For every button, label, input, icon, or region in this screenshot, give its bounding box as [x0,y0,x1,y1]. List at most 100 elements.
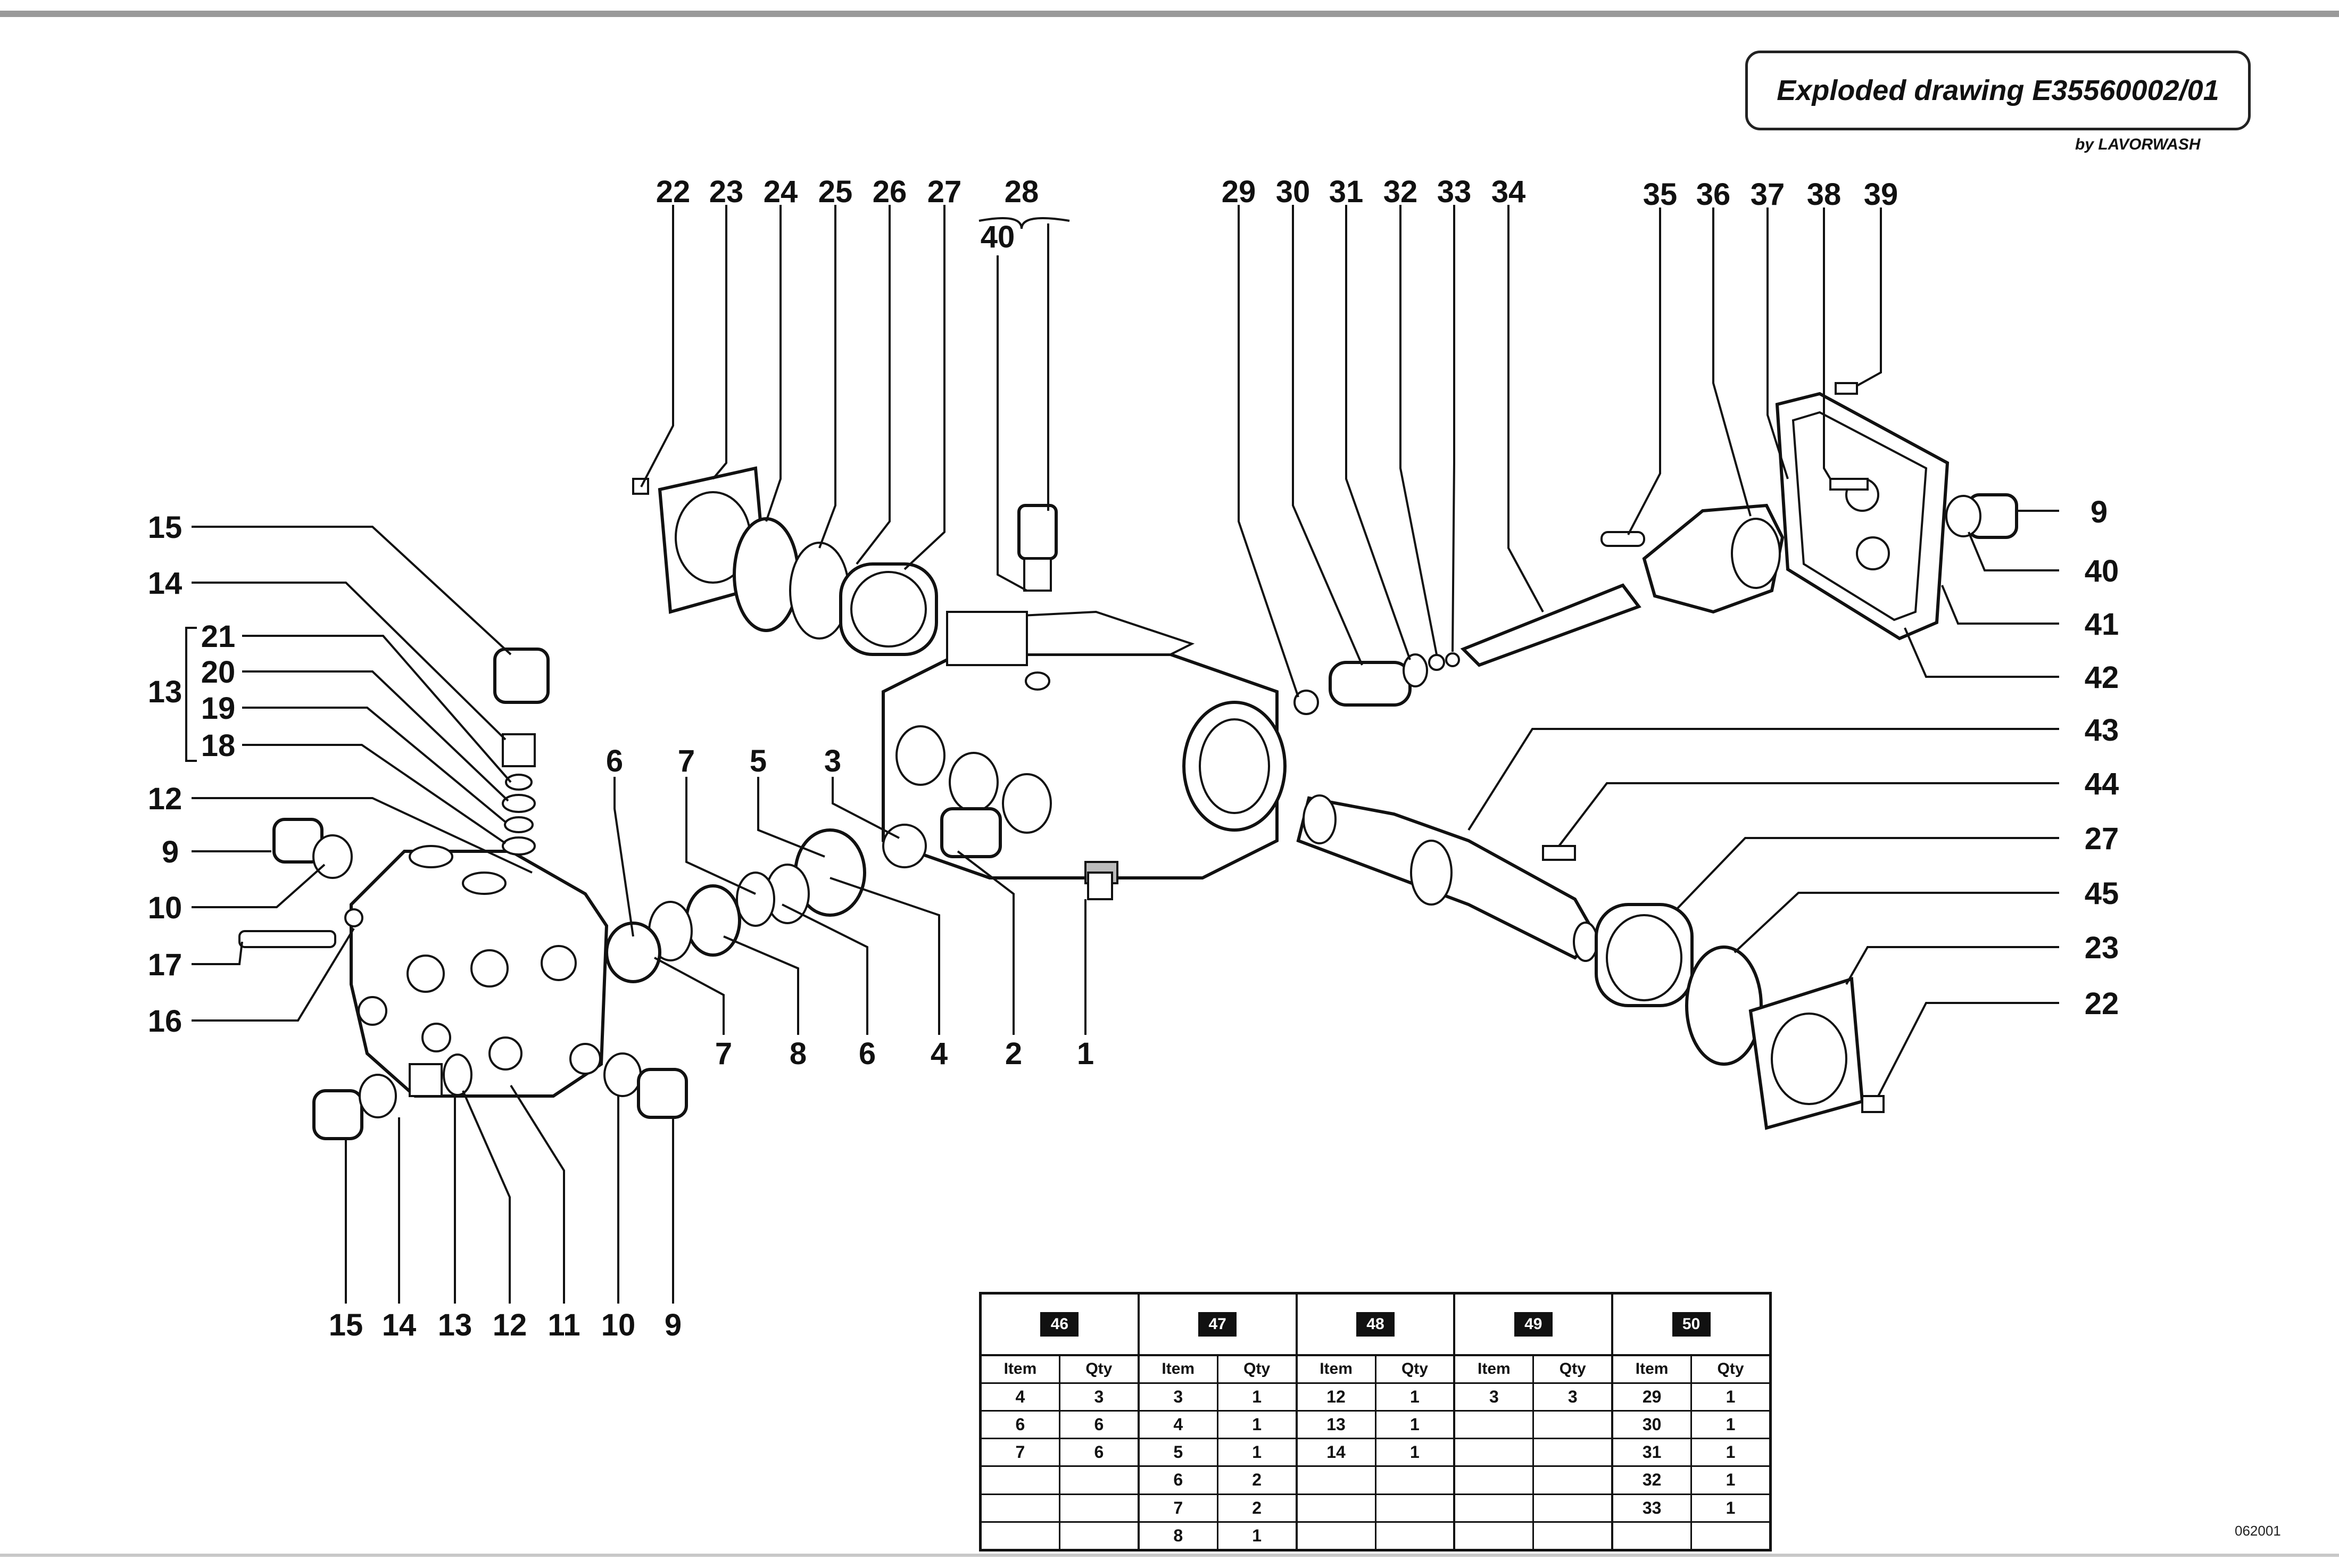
callout-29: 29 [1222,175,1256,209]
callout-26: 26 [873,175,907,209]
kit-row [1455,1467,1612,1495]
drawing-title-box: Exploded drawing E35560002/01 [1745,51,2251,130]
callout-17: 17 [148,948,183,982]
callout-9-left: 9 [162,835,179,869]
callout-9-right: 9 [2091,495,2108,529]
kit-col-qty: Qty [1374,1356,1454,1382]
small-parts [238,382,2018,1140]
kit-col-item: Item [1635,1360,1669,1378]
callout-8: 8 [790,1036,807,1071]
kit-row [1297,1467,1454,1495]
kit-row [1455,1439,1612,1467]
kit-row [1455,1522,1611,1549]
callout-38: 38 [1807,177,1842,212]
kit-row [1455,1412,1612,1440]
callout-35: 35 [1643,177,1678,212]
callout-7-upper: 7 [678,744,695,778]
callout-2: 2 [1005,1036,1022,1071]
crankshaft [1296,794,1598,962]
callout-32: 32 [1383,175,1418,209]
callout-43: 43 [2085,713,2119,748]
kit-id-badge: 49 [1514,1312,1553,1337]
kit-id-badge: 46 [1040,1312,1079,1337]
rear-cover [1775,392,1950,641]
callout-7-lower: 7 [715,1036,732,1071]
callout-13-left: 13 [148,675,183,709]
pump-manifold [350,845,609,1098]
callout-39: 39 [1864,177,1898,212]
callout-21: 21 [201,619,236,654]
callout-1: 1 [1077,1036,1094,1071]
callout-22-right: 22 [2085,986,2119,1021]
callout-23-right: 23 [2085,931,2119,965]
callout-40-top: 40 [981,220,1015,254]
callout-28: 28 [1005,175,1039,209]
kit-row [982,1495,1138,1523]
drawing-title: Exploded drawing E35560002/01 [1777,74,2219,106]
callout-3: 3 [824,744,841,778]
callout-25: 25 [818,175,853,209]
callout-labels: 22 23 24 25 26 27 28 40 29 30 31 32 33 3… [148,175,2119,1342]
kit-row [1298,1522,1454,1549]
kit-col-item: Item [1320,1360,1353,1378]
callout-31: 31 [1329,175,1364,209]
kit-col-qty: Qty [1690,1356,1769,1382]
callout-14-left: 14 [148,566,183,601]
leader-lines [185,205,2059,1304]
callout-13-bottom: 13 [438,1308,472,1342]
callout-12-left: 12 [148,782,183,816]
kit-col-qty: Qty [1058,1356,1138,1382]
callout-16: 16 [148,1004,183,1039]
callout-19: 19 [201,691,236,726]
callout-10-left: 10 [148,891,183,925]
top-border [0,11,2339,17]
callout-24: 24 [764,175,798,209]
kit-id-badge: 50 [1672,1312,1711,1337]
kit-col-qty: Qty [1216,1356,1296,1382]
callout-27-top: 27 [927,175,962,209]
callout-9-bottom: 9 [665,1308,682,1342]
kit-col-qty: Qty [1532,1356,1611,1382]
callout-36: 36 [1696,177,1731,212]
kit-row [982,1522,1138,1549]
kit-col-item: Item [1162,1360,1195,1378]
callout-5: 5 [750,744,767,778]
callout-23-top: 23 [709,175,744,209]
document-code: 062001 [2235,1523,2281,1539]
callout-40-right: 40 [2085,554,2119,588]
callout-44: 44 [2085,767,2119,801]
callout-4: 4 [931,1036,948,1071]
pump-crankcase [882,610,1287,900]
kit-id-badge: 47 [1198,1312,1237,1337]
callout-42: 42 [2085,660,2119,695]
callout-45: 45 [2085,876,2119,911]
callout-15-left: 15 [148,510,183,545]
bottom-border [0,1554,2339,1557]
callout-6-lower: 6 [859,1036,876,1071]
callout-33: 33 [1437,175,1472,209]
callout-6-upper: 6 [606,744,623,778]
kit-row [982,1467,1138,1495]
connecting-rod [1642,503,1785,614]
kit-row [1455,1495,1612,1523]
